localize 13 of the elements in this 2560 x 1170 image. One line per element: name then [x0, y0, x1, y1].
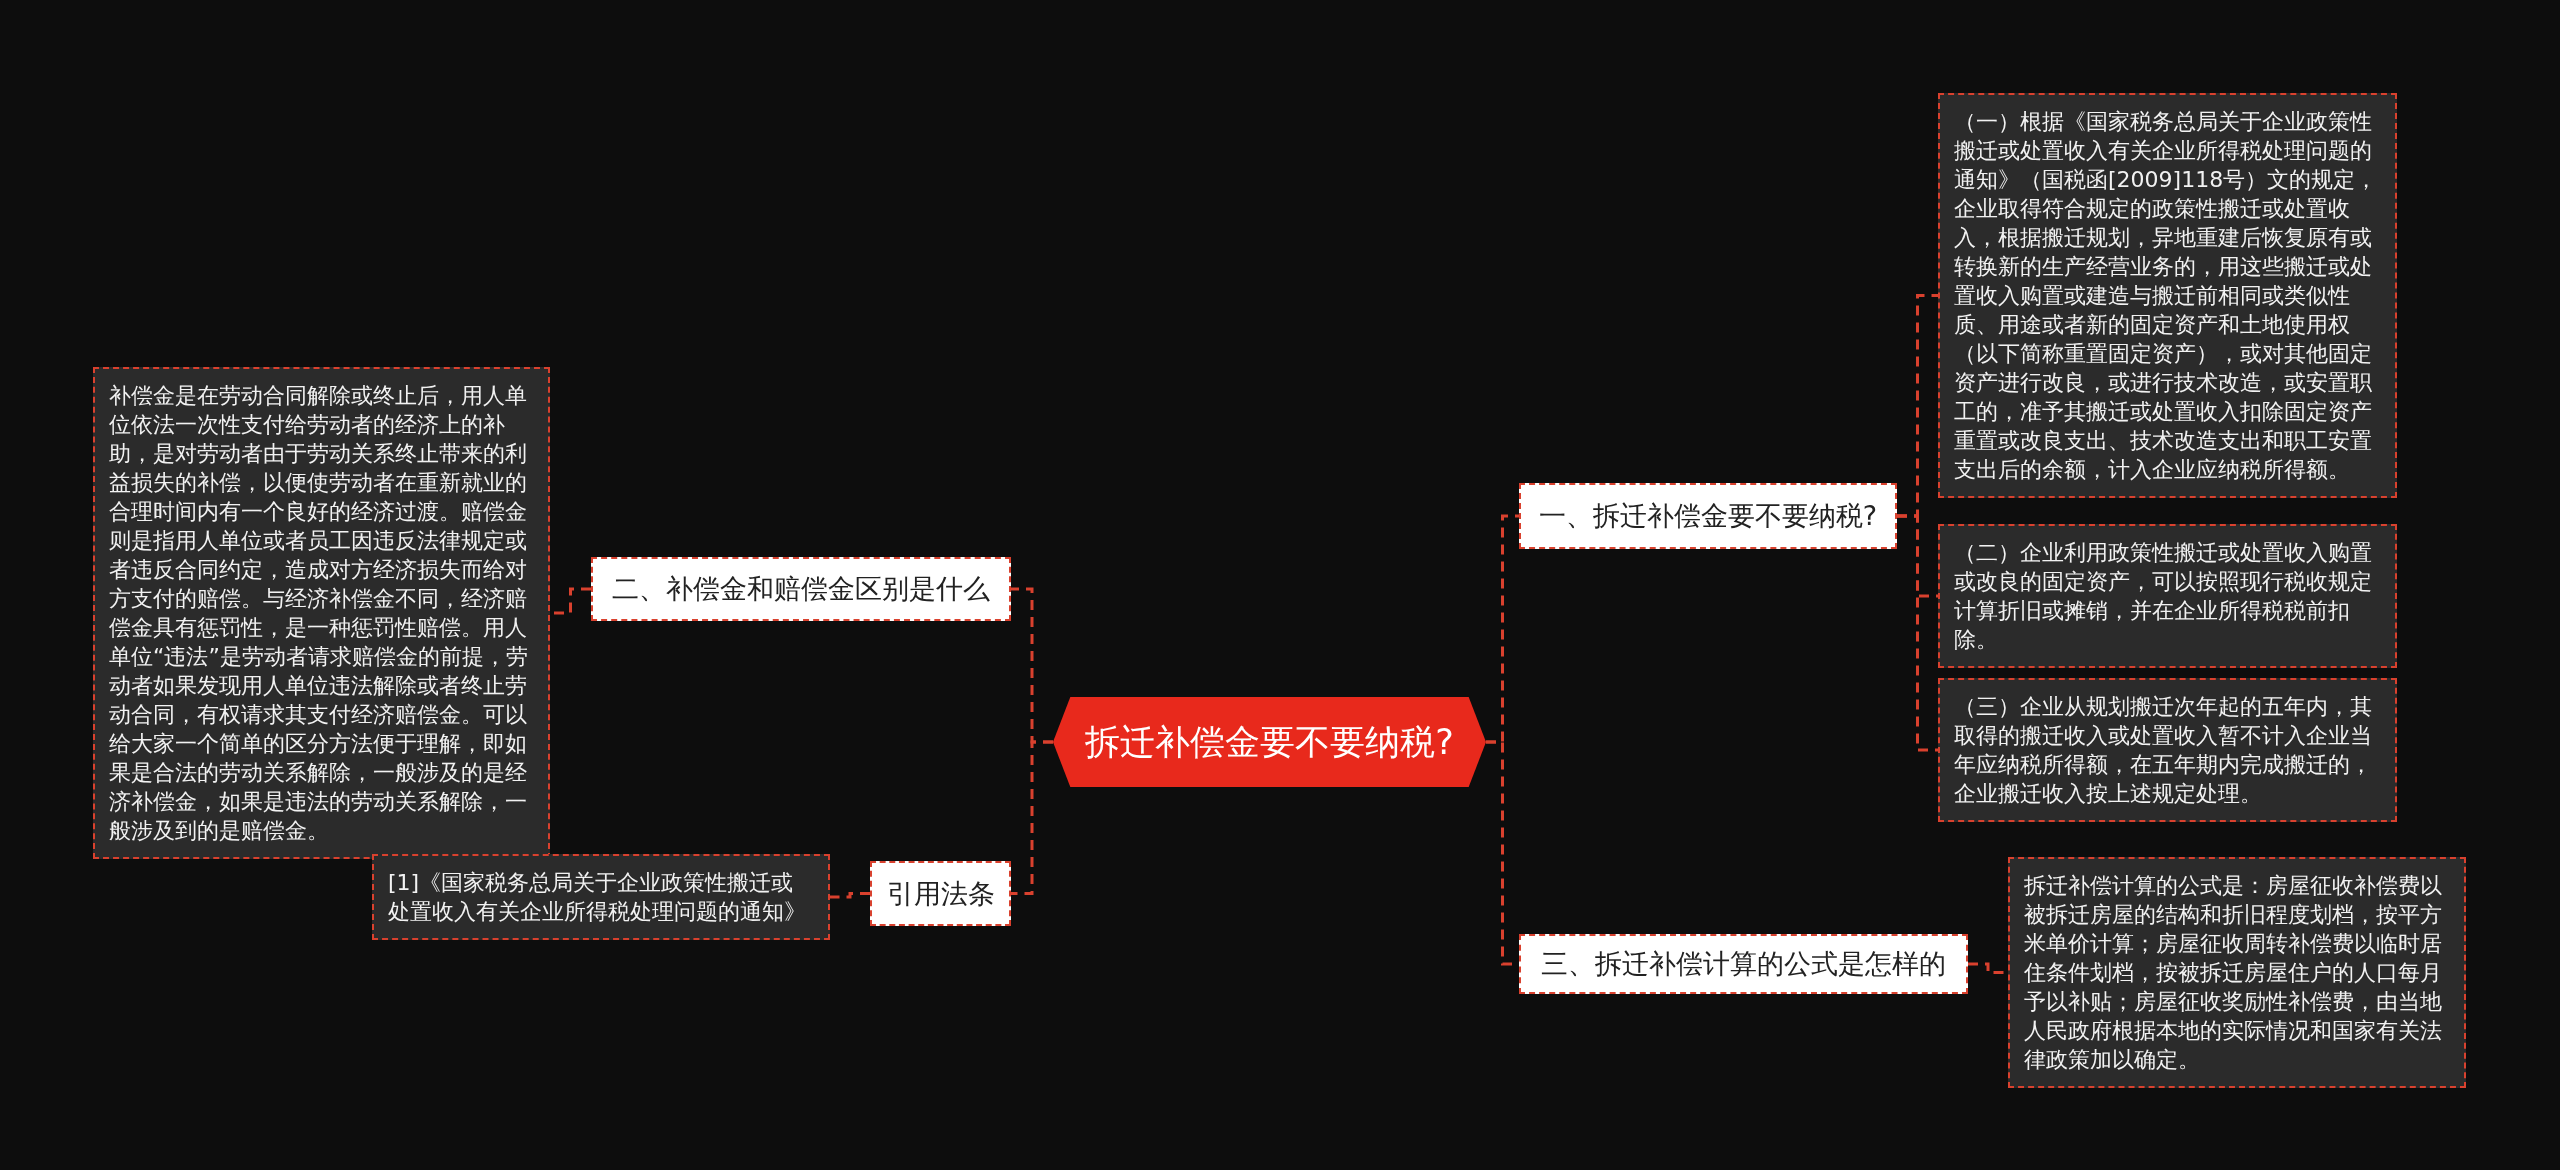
topic-box: 三、拆迁补偿计算的公式是怎样的 — [1519, 934, 1968, 994]
topic-box: 一、拆迁补偿金要不要纳税? — [1519, 483, 1897, 549]
note-box: （二）企业利用政策性搬迁或处置收入购置或改良的固定资产，可以按照现行税收规定计算折旧或摊销，并在企业所得税税前扣除。 — [1938, 524, 2397, 668]
connector-line — [1011, 740, 1053, 895]
note-box: （一）根据《国家税务总局关于企业政策性搬迁或处置收入有关企业所得税处理问题的通知》（国税函[2009]118号）文的规定，企业取得符合规定的政策性搬迁或处置收入，根据搬迁规划，异地重建后恢复原有或转换新的生产经营业务的，用这些搬迁或处置收入购置或建造与搬迁前相同或类似性质、用途或者新的固定资产和土地使用权（以下简称重置固定资产），或对其他固定资产进行改良，或进行技术改造，或安置职工的，准予其搬迁或处置收入扣除固定资产重置或改良支出、技术改造支出和职工安置支出后的余额，计入企业应纳税所得额。 — [1938, 93, 2397, 498]
topic-box: 引用法条 — [870, 861, 1011, 926]
reference-box: [1]《国家税务总局关于企业政策性搬迁或处置收入有关企业所得税处理问题的通知》 — [372, 854, 830, 940]
note-box: 拆迁补偿计算的公式是：房屋征收补偿费以被拆迁房屋的结构和折旧程度划档，按平方米单价计算；房屋征收周转补偿费以临时居住条件划档，按被拆迁房屋住户的人口每月予以补贴；房屋征收奖励性补偿费，由当地人民政府根据本地的实际情况和国家有关法律政策加以确定。 — [2008, 857, 2466, 1088]
connector-line — [1897, 514, 1938, 752]
connector-line — [830, 892, 870, 899]
note-box: （三）企业从规划搬迁次年起的五年内，其取得的搬迁收入或处置收入暂不计入企业当年应纳税所得额，在五年期内完成搬迁的，企业搬迁收入按上述规定处理。 — [1938, 678, 2397, 822]
topic-box: 二、补偿金和赔偿金区别是什么 — [591, 557, 1011, 621]
note-box: 补偿金是在劳动合同解除或终止后，用人单位依法一次性支付给劳动者的经济上的补助，是对劳动者由于劳动关系终止带来的利益损失的补偿，以便使劳动者在重新就业的合理时间内有一个良好的经济过渡。赔偿金则是指用人单位或者员工因违反法律规定或者违反合同约定，造成对方经济损失而给对方支付的赔偿。与经济补偿金不同，经济赔偿金具有惩罚性，是一种惩罚性赔偿。用人单位“违法”是劳动者请求赔偿金的前提，劳动者如果发现用人单位违法解除或者终止劳动合同，有权请求其支付经济赔偿金。可以给大家一个简单的区分方法便于理解，即如果是合法的劳动关系解除，一般涉及的是经济补偿金，如果是违法的劳动关系解除，一般涉及到的是赔偿金。 — [93, 367, 550, 859]
